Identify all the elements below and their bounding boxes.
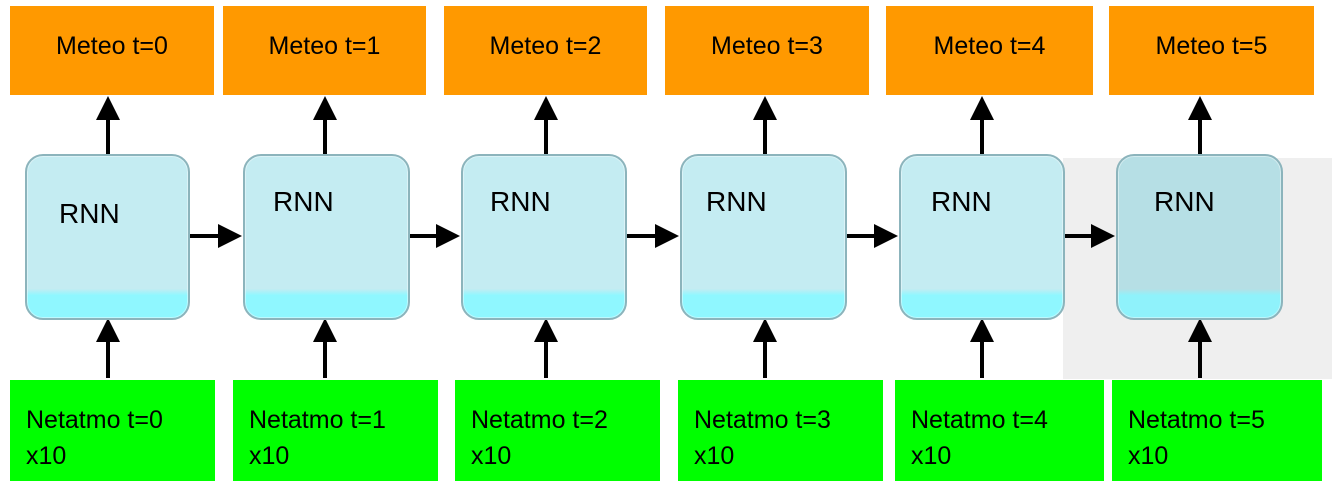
meteo-label-1: Meteo t=1 [268,32,381,60]
rnn-label-4: RNN [931,186,992,217]
rnn-cell-2: RNN [461,154,627,320]
rnn-cell-1: RNN [243,154,410,320]
netatmo-label-3: Netatmo t=3 [694,406,831,434]
meteo-box-1: Meteo t=1 [223,6,426,95]
netatmo-multiplier-5: x10 [1128,442,1169,470]
rnn-cell-5: RNN [1116,154,1283,320]
netatmo-multiplier-4: x10 [911,442,952,470]
netatmo-box-0: Netatmo t=0 x10 [10,380,215,481]
netatmo-label-5: Netatmo t=5 [1128,406,1265,434]
netatmo-label-2: Netatmo t=2 [471,406,608,434]
rnn-label-0: RNN [59,198,120,229]
meteo-label-3: Meteo t=3 [711,32,823,60]
netatmo-multiplier-0: x10 [26,442,67,470]
netatmo-box-3: Netatmo t=3 x10 [678,380,883,481]
meteo-label-5: Meteo t=5 [1155,32,1268,60]
rnn-cell-3: RNN [680,154,847,320]
rnn-label-2: RNN [490,186,551,217]
rnn-cell-4: RNN [899,154,1065,320]
netatmo-box-5: Netatmo t=5 x10 [1112,380,1322,481]
rnn-label-1: RNN [273,186,334,217]
rnn-label-5: RNN [1154,186,1215,217]
meteo-box-2: Meteo t=2 [444,6,647,95]
netatmo-label-0: Netatmo t=0 [26,406,163,434]
netatmo-multiplier-3: x10 [694,442,735,470]
netatmo-multiplier-2: x10 [471,442,512,470]
meteo-label-2: Meteo t=2 [489,32,602,60]
meteo-label-4: Meteo t=4 [933,32,1046,60]
meteo-box-4: Meteo t=4 [886,6,1093,95]
netatmo-multiplier-1: x10 [249,442,290,470]
rnn-label-3: RNN [706,186,767,217]
netatmo-box-4: Netatmo t=4 x10 [895,380,1104,481]
netatmo-label-4: Netatmo t=4 [911,406,1048,434]
meteo-box-0: Meteo t=0 [10,6,214,95]
netatmo-label-1: Netatmo t=1 [249,406,386,434]
netatmo-box-2: Netatmo t=2 x10 [455,380,660,481]
netatmo-box-1: Netatmo t=1 x10 [233,380,438,481]
rnn-cell-0: RNN [25,154,190,320]
meteo-box-3: Meteo t=3 [665,6,869,95]
meteo-box-5: Meteo t=5 [1109,6,1314,95]
meteo-label-0: Meteo t=0 [56,32,168,60]
